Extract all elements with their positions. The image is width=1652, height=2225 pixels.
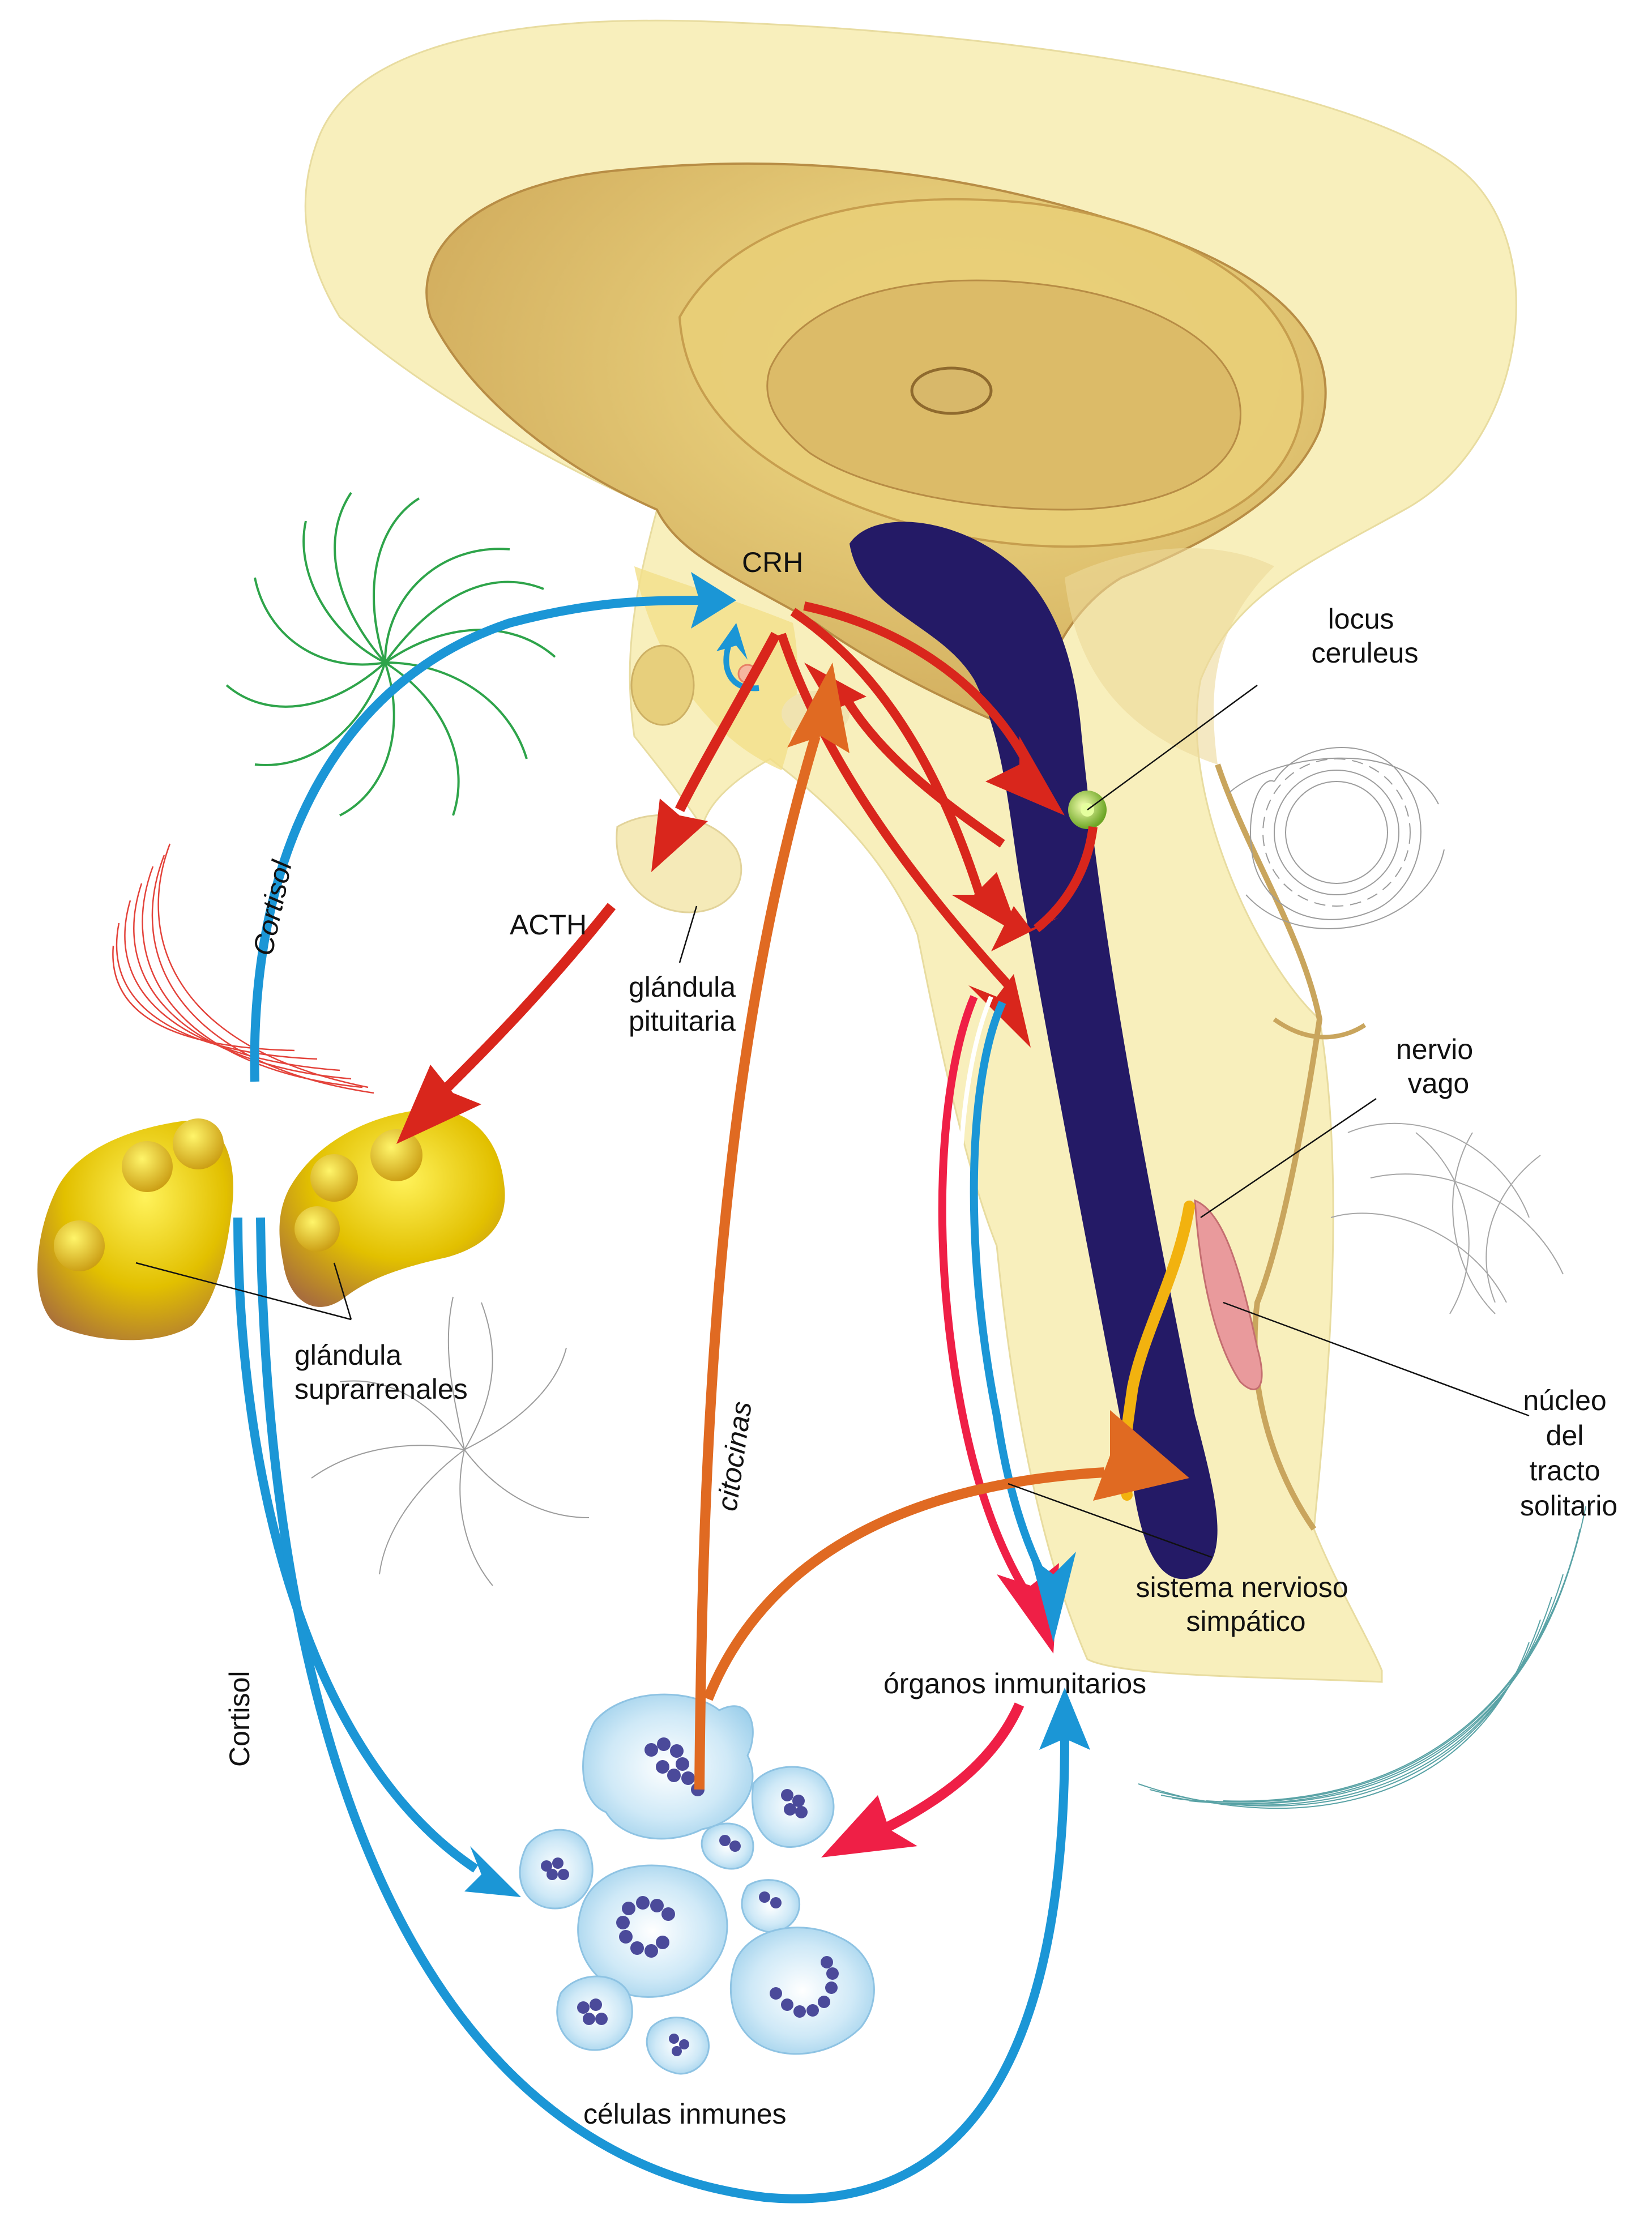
cytokines-to-hypothalamus-arrow	[694, 663, 850, 1790]
immune-cell	[701, 1822, 754, 1870]
cytokines-label: citocinas	[711, 1399, 758, 1513]
immune-cells-cluster	[519, 1693, 875, 2075]
immune-cell	[577, 1864, 728, 1998]
vagus-nerve-label: nervio vago	[1396, 1034, 1481, 1099]
red-arc-pattern	[112, 843, 374, 1094]
teal-arc-pattern-bottom-right	[1138, 1506, 1586, 1809]
cortisol-to-immune-cells-arrow	[233, 1217, 521, 1897]
grey-web-pattern-bottom-left	[311, 1296, 590, 1586]
immune-cells-label: células inmunes	[583, 2098, 787, 2130]
immune-cell	[519, 1829, 594, 1910]
cytokines-to-vagus-arrow	[703, 1410, 1189, 1701]
organs-to-immune-cells-arrow	[821, 1702, 1025, 1857]
grey-curves-pattern-right	[1330, 1122, 1564, 1314]
crh-to-pituitary-arrow	[651, 631, 780, 872]
pituitary-label: glándula pituitaria	[629, 971, 744, 1037]
immune-cell	[556, 1975, 633, 2051]
nucleus-tract-solitary-shape	[1194, 1199, 1263, 1390]
acth-to-adrenal-arrow	[396, 903, 616, 1144]
leader-lines	[135, 684, 1530, 1558]
immune-organs-label: órganos inmunitarios	[883, 1668, 1146, 1699]
cerebellum-fold	[1065, 548, 1367, 1531]
cortisol-label-top: Cortisol	[247, 857, 298, 958]
green-spiral-pattern	[225, 492, 556, 817]
grey-spiral-pattern-right	[1228, 747, 1445, 929]
sympathetic-nervous-system-label: sistema nervioso simpático	[1136, 1571, 1356, 1637]
adrenal-gland-left	[37, 1118, 233, 1340]
crh-to-locus-arrows	[777, 601, 1098, 994]
immune-cell	[646, 2017, 710, 2075]
crh-label: CRH	[742, 546, 803, 578]
immune-cell	[752, 1766, 835, 1848]
cerebrum-inner	[425, 162, 1327, 738]
locus-ceruleus-label: locus ceruleus	[1312, 603, 1419, 669]
immune-cell	[582, 1693, 754, 1840]
brainstem	[850, 522, 1218, 1579]
cortisol-label-bottom: Cortisol	[224, 1671, 255, 1767]
immune-cell	[741, 1879, 800, 1933]
adrenal-gland-right	[279, 1109, 505, 1307]
acth-label: ACTH	[510, 909, 587, 941]
adrenal-label: glándula suprarrenales	[294, 1339, 468, 1405]
immune-cell	[729, 1927, 875, 2055]
cortisol-to-immune-organs-arrow	[256, 1217, 1090, 2203]
sympathetic-pathway	[938, 995, 1076, 1654]
cortisol-feedback-arrow	[250, 572, 736, 1082]
nucleus-tract-solitary-label: núcleo del tracto solitario	[1520, 1385, 1617, 1522]
